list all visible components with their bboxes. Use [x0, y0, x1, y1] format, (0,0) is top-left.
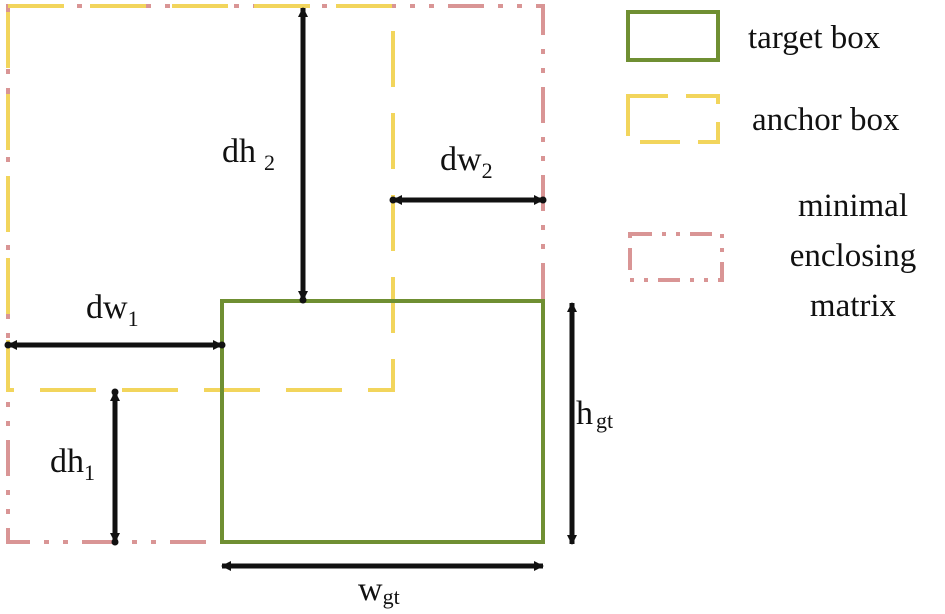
label-dw2-main: dw	[440, 141, 482, 178]
legend-enclosing-label-2: enclosing	[790, 238, 916, 274]
dw2-dot-left	[389, 196, 397, 204]
dh1-dot-bottom	[111, 538, 119, 546]
label-dw1-main: dw	[86, 289, 128, 326]
legend-target-swatch	[626, 10, 720, 62]
target-box	[220, 299, 545, 544]
label-dh1: dh1	[50, 443, 95, 485]
label-dw2: dw2	[440, 141, 493, 183]
label-dh2-main: dh	[222, 133, 256, 170]
label-hgt-sub: gt	[596, 408, 613, 433]
label-dh2: dh 2	[222, 133, 275, 175]
legend-enclosing-swatch	[628, 232, 724, 282]
dh2-dot	[299, 296, 307, 304]
label-dw1-sub: 1	[128, 306, 139, 331]
label-wgt-main: w	[358, 571, 383, 608]
label-hgt-main: h	[576, 395, 593, 432]
legend-enclosing-label-1: minimal	[798, 188, 908, 224]
label-dh2-sub: 2	[264, 150, 275, 175]
legend-enclosing-label-3: matrix	[810, 288, 897, 324]
dh1-dot-top	[111, 388, 119, 396]
dw2-dot-right	[539, 196, 547, 204]
dw1-dot-left	[4, 341, 12, 349]
label-dh1-sub: 1	[84, 460, 95, 485]
label-dw1: dw1	[86, 289, 139, 331]
dw1-dot-right	[218, 341, 226, 349]
label-dw2-sub: 2	[482, 158, 493, 183]
legend-anchor-swatch	[626, 94, 720, 144]
label-dh1-main: dh	[50, 443, 84, 480]
legend-target-label: target box	[748, 20, 881, 56]
label-wgt: wgt	[358, 571, 400, 609]
legend-anchor-label: anchor box	[752, 102, 900, 138]
label-wgt-sub: gt	[383, 584, 400, 609]
anchor-box	[6, 4, 395, 392]
